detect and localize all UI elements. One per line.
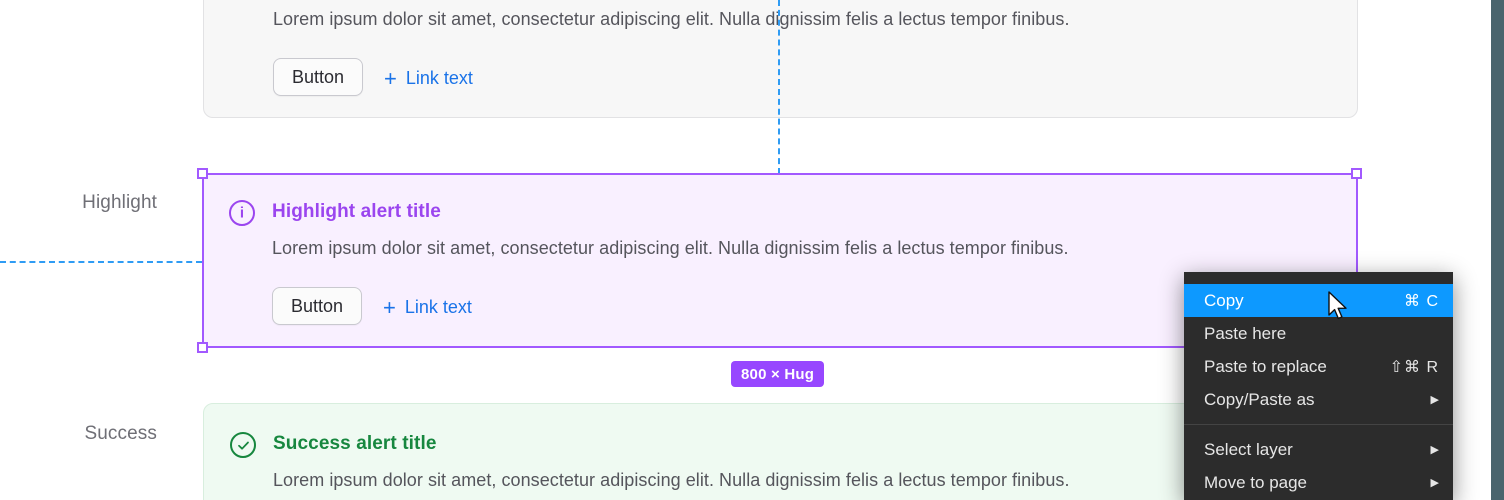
submenu-arrow-icon: ▶ (1430, 444, 1439, 456)
info-circle-icon: i (229, 200, 255, 226)
plus-icon: + (383, 294, 396, 320)
alert-body-text: Lorem ipsum dolor sit amet, consectetur … (273, 9, 1070, 29)
menu-separator (1184, 424, 1453, 425)
menu-item-shortcut: ⌘ C (1404, 292, 1439, 310)
check-circle-icon (230, 432, 256, 458)
alert-link-label: Link text (404, 297, 472, 317)
resize-handle-top-left[interactable] (197, 168, 208, 179)
size-badge: 800 × Hug (731, 361, 825, 387)
info-icon-glyph: i (239, 204, 245, 221)
menu-item-label: Copy (1204, 290, 1244, 310)
alert-body-text: Lorem ipsum dolor sit amet, consectetur … (273, 470, 1070, 490)
alert-button[interactable]: Button (273, 58, 364, 96)
plus-icon: + (384, 65, 397, 91)
context-menu[interactable]: Copy ⌘ C Paste here Paste to replace ⇧⌘ … (1184, 272, 1453, 500)
alert-title: Highlight alert title (272, 201, 441, 222)
right-edge-panel (1491, 0, 1504, 500)
menu-item-copy-paste-as[interactable]: Copy/Paste as ▶ (1184, 383, 1453, 416)
menu-item-copy[interactable]: Copy ⌘ C (1184, 284, 1453, 317)
resize-handle-top-right[interactable] (1351, 168, 1362, 179)
alert-button[interactable]: Button (272, 287, 363, 325)
vertical-guide-line (778, 0, 780, 174)
submenu-arrow-icon: ▶ (1430, 477, 1439, 489)
alert-link[interactable]: + Link text (384, 65, 473, 91)
menu-item-label: Select layer (1204, 439, 1293, 459)
alert-body-text: Lorem ipsum dolor sit amet, consectetur … (272, 238, 1069, 258)
submenu-arrow-icon: ▶ (1430, 394, 1439, 406)
menu-item-paste-to-replace[interactable]: Paste to replace ⇧⌘ R (1184, 350, 1453, 383)
horizontal-guide-line (0, 261, 202, 263)
alert-card-success[interactable]: Success alert title Lorem ipsum dolor si… (203, 403, 1358, 500)
alert-card-default[interactable]: Lorem ipsum dolor sit amet, consectetur … (203, 0, 1358, 118)
menu-item-paste-here[interactable]: Paste here (1184, 317, 1453, 350)
menu-item-label: Paste to replace (1204, 356, 1327, 376)
menu-item-move-to-page[interactable]: Move to page ▶ (1184, 466, 1453, 499)
menu-item-label: Move to page (1204, 472, 1308, 492)
menu-item-shortcut: ⇧⌘ R (1389, 358, 1439, 376)
menu-item-label: Copy/Paste as (1204, 389, 1315, 409)
row-label-highlight: Highlight (82, 192, 157, 213)
resize-handle-bottom-left[interactable] (197, 342, 208, 353)
menu-item-label: Paste here (1204, 323, 1287, 343)
menu-item-select-layer[interactable]: Select layer ▶ (1184, 433, 1453, 466)
alert-link-label: Link text (405, 68, 473, 88)
alert-title: Success alert title (273, 433, 437, 454)
alert-card-highlight[interactable]: i Highlight alert title Lorem ipsum dolo… (203, 174, 1358, 348)
alert-link[interactable]: + Link text (383, 294, 472, 320)
row-label-success: Success (84, 423, 157, 444)
